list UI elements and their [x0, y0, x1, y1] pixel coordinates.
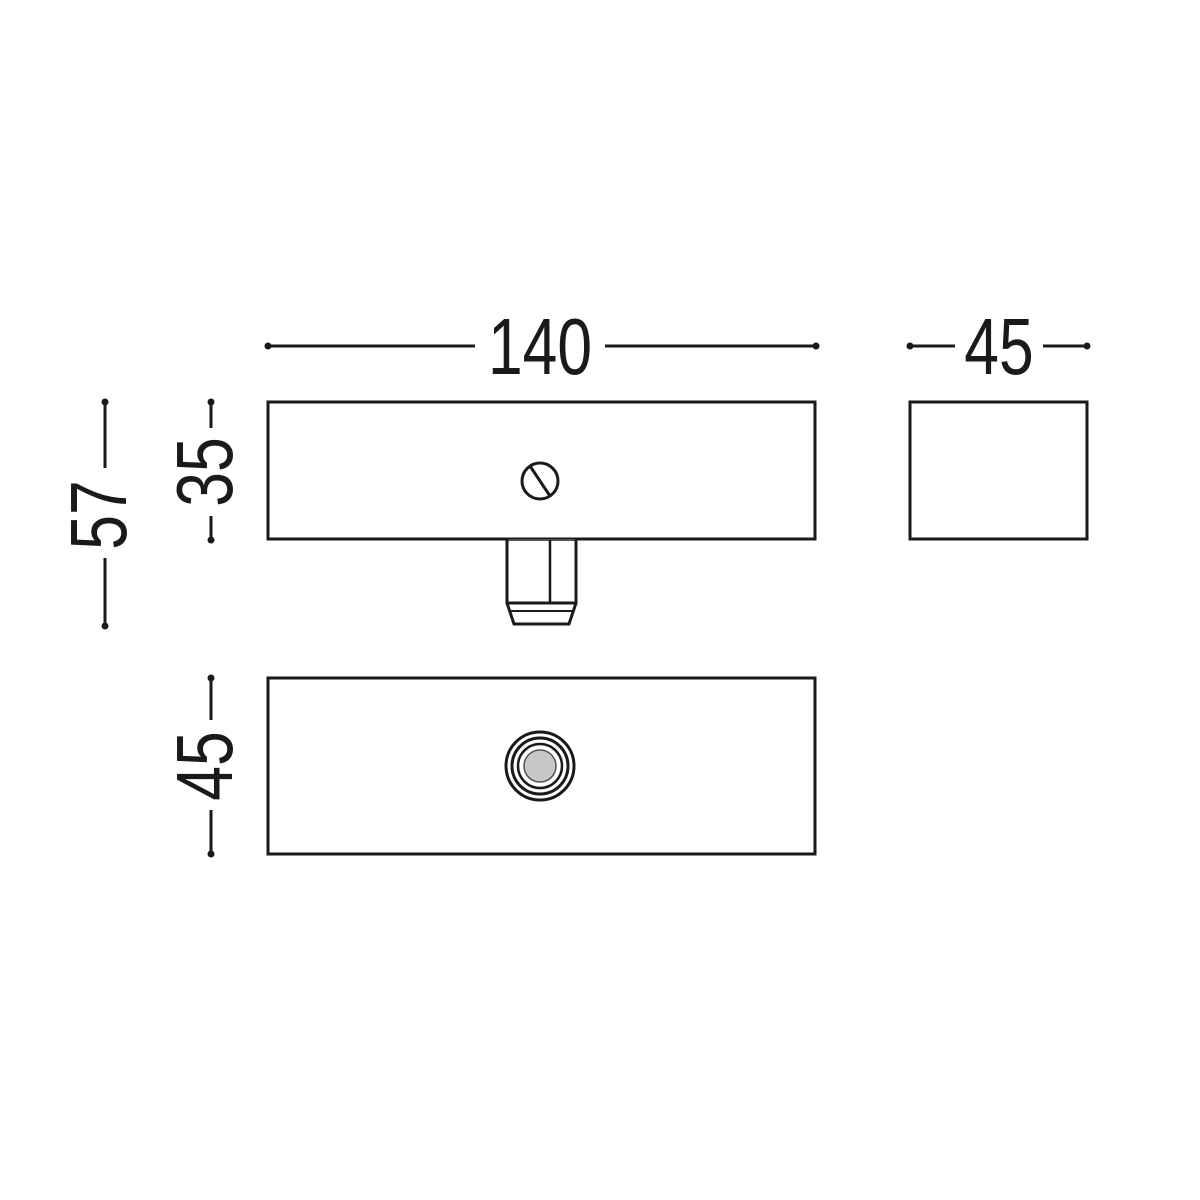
cable-gland-icon: [505, 539, 578, 626]
bottom-view: [266, 676, 817, 856]
dimension-side-width: 45: [906, 303, 1091, 392]
front-view: [266, 400, 817, 626]
dimension-front-width: 140: [264, 303, 820, 392]
side-view: [908, 400, 1089, 541]
bottom-depth-label: 45: [161, 731, 250, 800]
side-view-body: [908, 400, 1089, 541]
cable-entry-hole: [523, 749, 557, 783]
front-width-label: 140: [488, 303, 592, 392]
cable-entry-icon: [504, 730, 576, 802]
front-height-label: 35: [161, 437, 250, 506]
dimension-overall-height: 57: [55, 398, 144, 630]
screw-icon: [520, 461, 560, 501]
dimension-front-height: 35: [161, 398, 250, 544]
side-width-label: 45: [964, 303, 1033, 392]
overall-height-label: 57: [55, 480, 144, 549]
dimension-bottom-depth: 45: [161, 674, 250, 858]
